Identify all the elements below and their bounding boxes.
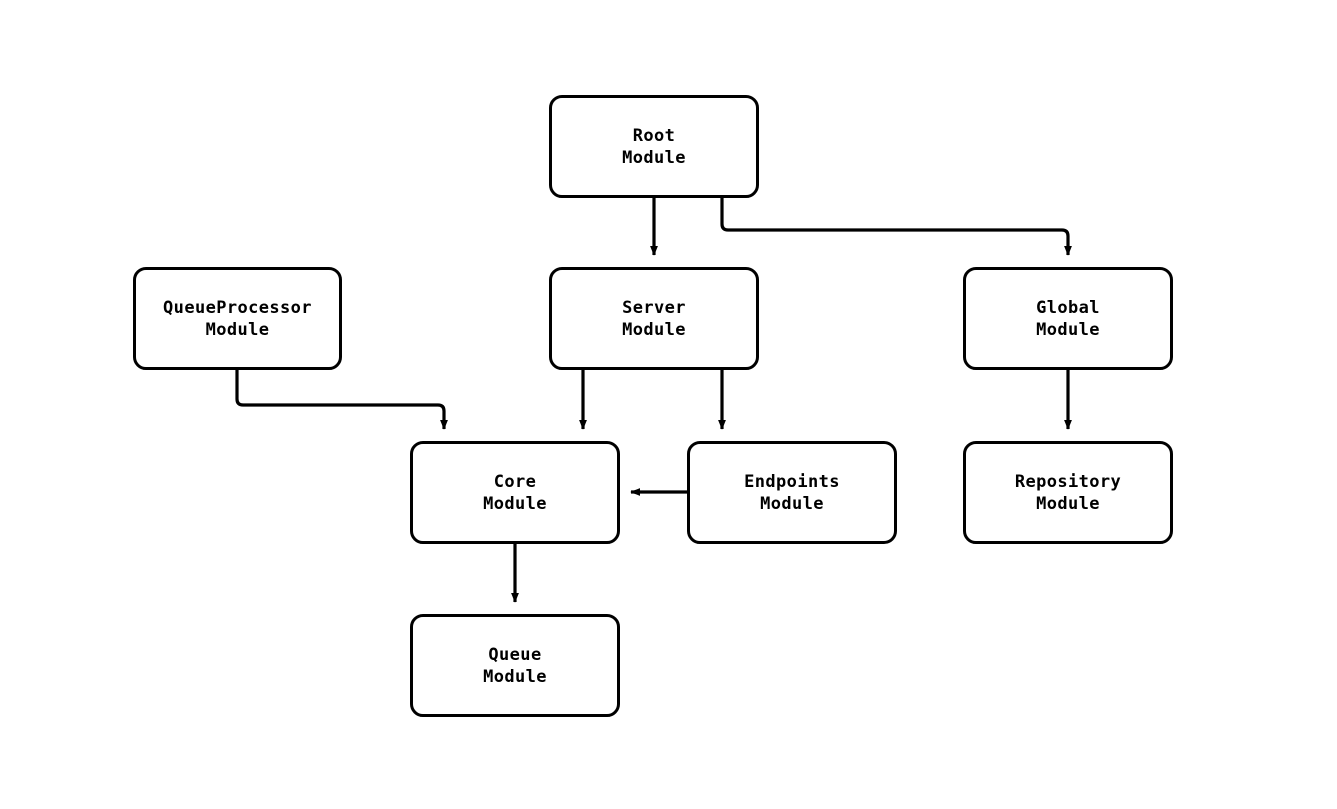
edge-root-to-global — [720, 198, 1072, 256]
node-queueprocessor-module[interactable]: QueueProcessor Module — [133, 267, 342, 370]
node-server-module[interactable]: Server Module — [549, 267, 759, 370]
node-global-module[interactable]: Global Module — [963, 267, 1173, 370]
node-core-module[interactable]: Core Module — [410, 441, 620, 544]
node-label-core-module: Core Module — [483, 471, 547, 514]
node-label-repository-module: Repository Module — [1014, 471, 1122, 514]
node-root-module[interactable]: Root Module — [549, 95, 759, 198]
node-label-global-module: Global Module — [1036, 297, 1100, 340]
node-label-endpoints-module: Endpoints Module — [744, 471, 840, 514]
node-label-queueprocessor-module: QueueProcessor Module — [163, 297, 312, 340]
node-endpoints-module[interactable]: Endpoints Module — [687, 441, 897, 544]
node-label-queue-module: Queue Module — [483, 644, 547, 687]
node-label-root-module: Root Module — [622, 125, 686, 168]
edge-queueprocessor-to-core — [235, 370, 448, 430]
node-label-server-module: Server Module — [622, 297, 686, 340]
node-queue-module[interactable]: Queue Module — [410, 614, 620, 717]
node-repository-module[interactable]: Repository Module — [963, 441, 1173, 544]
